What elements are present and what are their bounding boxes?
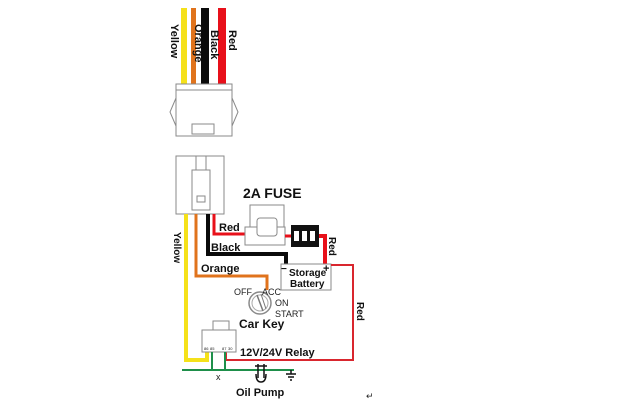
key-on-label: ON (275, 298, 289, 308)
wire-label-yellow: Yellow (168, 24, 180, 59)
red-relay-label: Red (354, 302, 365, 321)
green-circuit (182, 352, 294, 371)
fuse-block (291, 225, 319, 247)
battery-label-line1: Storage (289, 268, 327, 279)
red-run-to-fuse (212, 214, 250, 236)
yellow-run (184, 214, 209, 362)
key-off-label: OFF (234, 287, 252, 297)
relay-pin-87: 87 (222, 346, 227, 351)
relay (201, 320, 237, 353)
relay-pin-86: 86 (204, 346, 209, 351)
car-key-label: Car Key (239, 317, 285, 331)
top-connector (169, 83, 239, 137)
relay-pin-85: 85 (210, 346, 215, 351)
fuse-holder (244, 204, 286, 246)
orange-run (194, 214, 269, 290)
relay-label: 12V/24V Relay (240, 347, 315, 359)
key-start-label: START (275, 309, 304, 319)
return-mark: ↵ (366, 391, 374, 401)
oil-pump-label: Oil Pump (236, 387, 285, 399)
orange-wire (191, 8, 196, 84)
yellow-wire (181, 8, 187, 84)
battery-label-line2: Battery (290, 279, 325, 290)
key-acc-label: ACC (262, 287, 282, 297)
cut-mark: x (216, 372, 221, 382)
red-run-to-battery (319, 234, 327, 264)
wire-label-black: Black (208, 30, 220, 60)
car-key-switch (248, 291, 272, 315)
ground-icon (286, 370, 296, 381)
battery-minus: − (281, 264, 287, 275)
yellow-run-label: Yellow (171, 232, 182, 263)
black-wire (201, 8, 209, 84)
wire-label-red: Red (226, 30, 238, 51)
fuse-label: 2A FUSE (243, 185, 302, 201)
harness-wires (181, 8, 226, 84)
orange-run-label: Orange (201, 263, 240, 275)
battery-plus: + (323, 263, 329, 275)
black-run (206, 214, 288, 264)
wire-label-orange: Orange (192, 24, 204, 63)
red-battery-label: Red (326, 237, 337, 256)
red-wire (218, 8, 226, 84)
oil-pump-icon (255, 364, 267, 383)
storage-battery (280, 263, 332, 291)
red-fuse-label: Red (219, 222, 240, 234)
black-run-label: Black (211, 242, 241, 254)
relay-pin-30: 30 (228, 346, 233, 351)
bottom-connector (175, 155, 225, 215)
